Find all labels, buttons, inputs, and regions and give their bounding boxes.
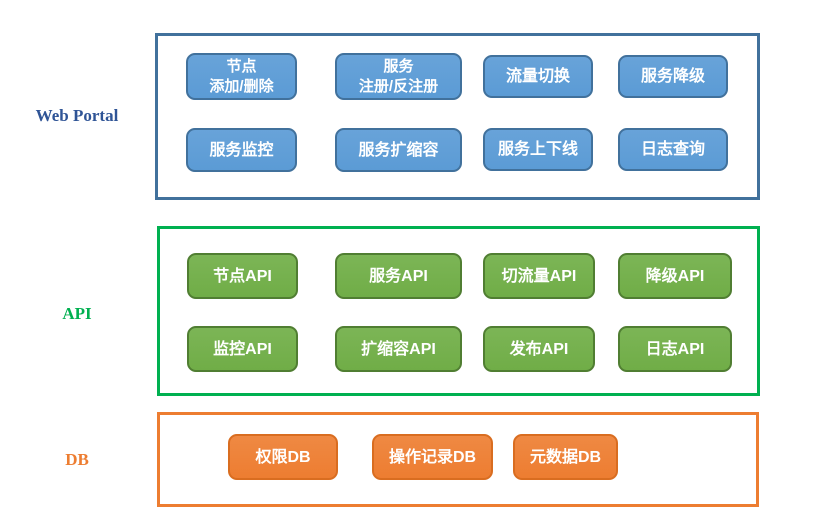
api-node-shape: 节点API [187, 253, 298, 299]
portal-service-register-shape: 服务 注册/反注册 [335, 53, 462, 100]
portal-node-add-delete-shape: 节点 添加/删除 [186, 53, 297, 100]
portal-log-query-shape: 日志查询 [618, 128, 728, 171]
portal-service-degrade-shape: 服务降级 [618, 55, 728, 98]
db-metadata-shape: 元数据DB [513, 434, 618, 480]
portal-service-scale-shape: 服务扩缩容 [335, 128, 462, 172]
portal-service-online-offline-shape: 服务上下线 [483, 128, 593, 171]
db-operation-log-shape: 操作记录DB [372, 434, 493, 480]
db-auth-shape: 权限DB [228, 434, 338, 480]
api-service-shape: 服务API [335, 253, 462, 299]
db-layer-label: DB [65, 450, 89, 469]
portal-traffic-switch-shape: 流量切换 [483, 55, 593, 98]
api-traffic-switch-shape: 切流量API [483, 253, 595, 299]
api-publish-shape: 发布API [483, 326, 595, 372]
portal-service-monitor-shape: 服务监控 [186, 128, 297, 172]
web-portal-layer-label: Web Portal [35, 106, 119, 125]
api-layer-label: API [62, 304, 92, 323]
api-log-shape: 日志API [618, 326, 732, 372]
api-scale-shape: 扩缩容API [335, 326, 462, 372]
api-monitor-shape: 监控API [187, 326, 298, 372]
api-degrade-shape: 降级API [618, 253, 732, 299]
